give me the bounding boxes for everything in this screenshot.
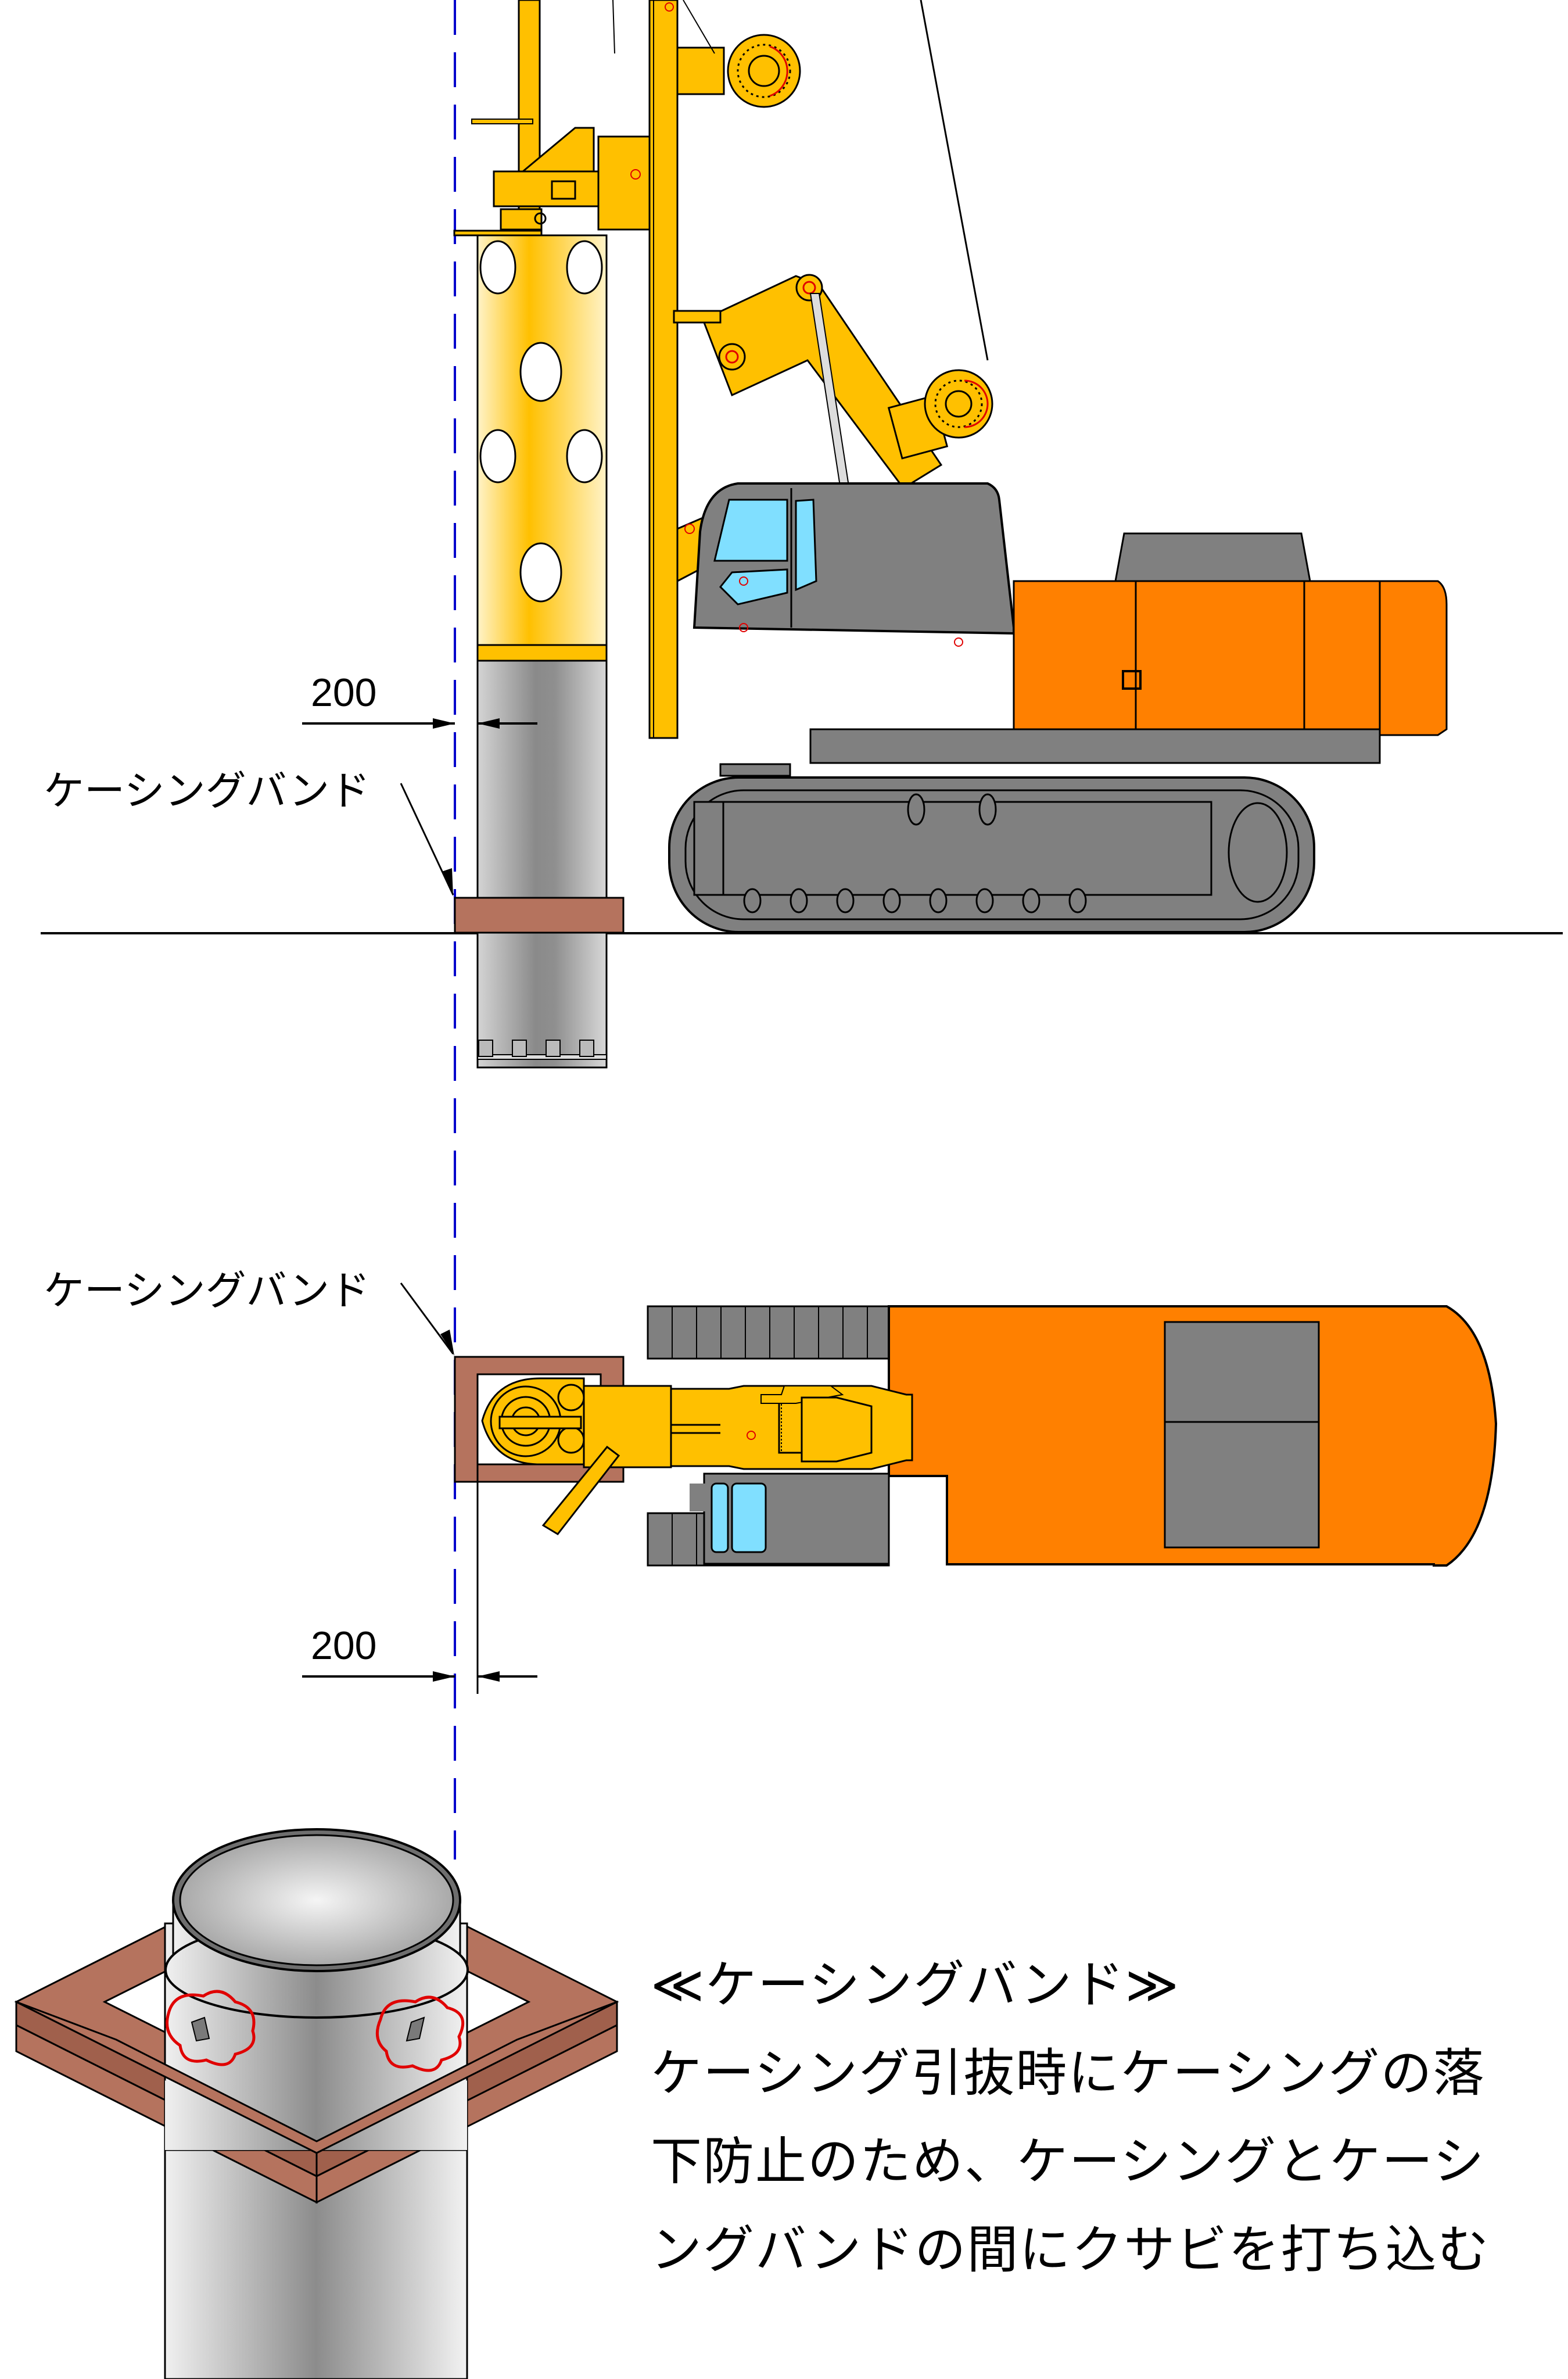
track-roller bbox=[790, 888, 808, 913]
side-view: 200 ケーシングバンド bbox=[41, 0, 1563, 1069]
casing-upper-section bbox=[453, 230, 608, 669]
track-roller bbox=[929, 888, 948, 913]
track-roller bbox=[882, 888, 901, 913]
description-block: ≪ケーシングバンド≫ ケーシング引抜時にケーシングの落 下防止のため、ケーシング… bbox=[651, 1941, 1557, 2294]
engine-housing bbox=[809, 532, 1448, 764]
dimension-label-side: 200 bbox=[311, 671, 376, 715]
boom-plan bbox=[500, 1385, 913, 1470]
dimension-side: 200 bbox=[302, 671, 537, 729]
wedge-right bbox=[375, 1995, 465, 2072]
description-line: ケーシング引抜時にケーシングの落 bbox=[651, 2043, 1486, 2103]
callout-side: ケーシングバンド bbox=[44, 767, 454, 896]
isometric-view bbox=[14, 1828, 619, 2379]
plan-view: 200 ケーシングバンド bbox=[44, 1267, 1498, 1694]
casing-band-side bbox=[454, 897, 625, 934]
track-roller bbox=[1068, 888, 1087, 913]
rotary-drum-plan bbox=[481, 1377, 672, 1535]
track-roller bbox=[836, 888, 855, 913]
description-line: ングバンドの間にクサビを打ち込む bbox=[651, 2220, 1490, 2280]
track-roller bbox=[743, 888, 762, 913]
callout-label-side: ケーシングバンド bbox=[44, 767, 370, 815]
track-roller bbox=[975, 888, 994, 913]
dimension-label-plan: 200 bbox=[311, 1624, 376, 1668]
callout-plan: ケーシングバンド bbox=[44, 1267, 454, 1356]
dimension-plan: 200 bbox=[302, 1464, 537, 1694]
casing-teeth bbox=[477, 1040, 607, 1060]
wedge-left bbox=[166, 1990, 256, 2066]
upper-body-plan bbox=[690, 1305, 1498, 1567]
upper-winch bbox=[676, 34, 801, 108]
description-line: 下防止のため、ケーシングとケーシ bbox=[651, 2131, 1486, 2191]
track-roller bbox=[1022, 888, 1040, 913]
track-rollers bbox=[743, 888, 1087, 913]
crawler-track-side bbox=[668, 763, 1315, 933]
crawler-track-upper bbox=[647, 1305, 890, 1360]
description-title: ≪ケーシングバンド≫ bbox=[651, 1955, 1180, 2015]
callout-label-plan: ケーシングバンド bbox=[44, 1267, 370, 1314]
excavator-cab bbox=[692, 482, 1015, 647]
